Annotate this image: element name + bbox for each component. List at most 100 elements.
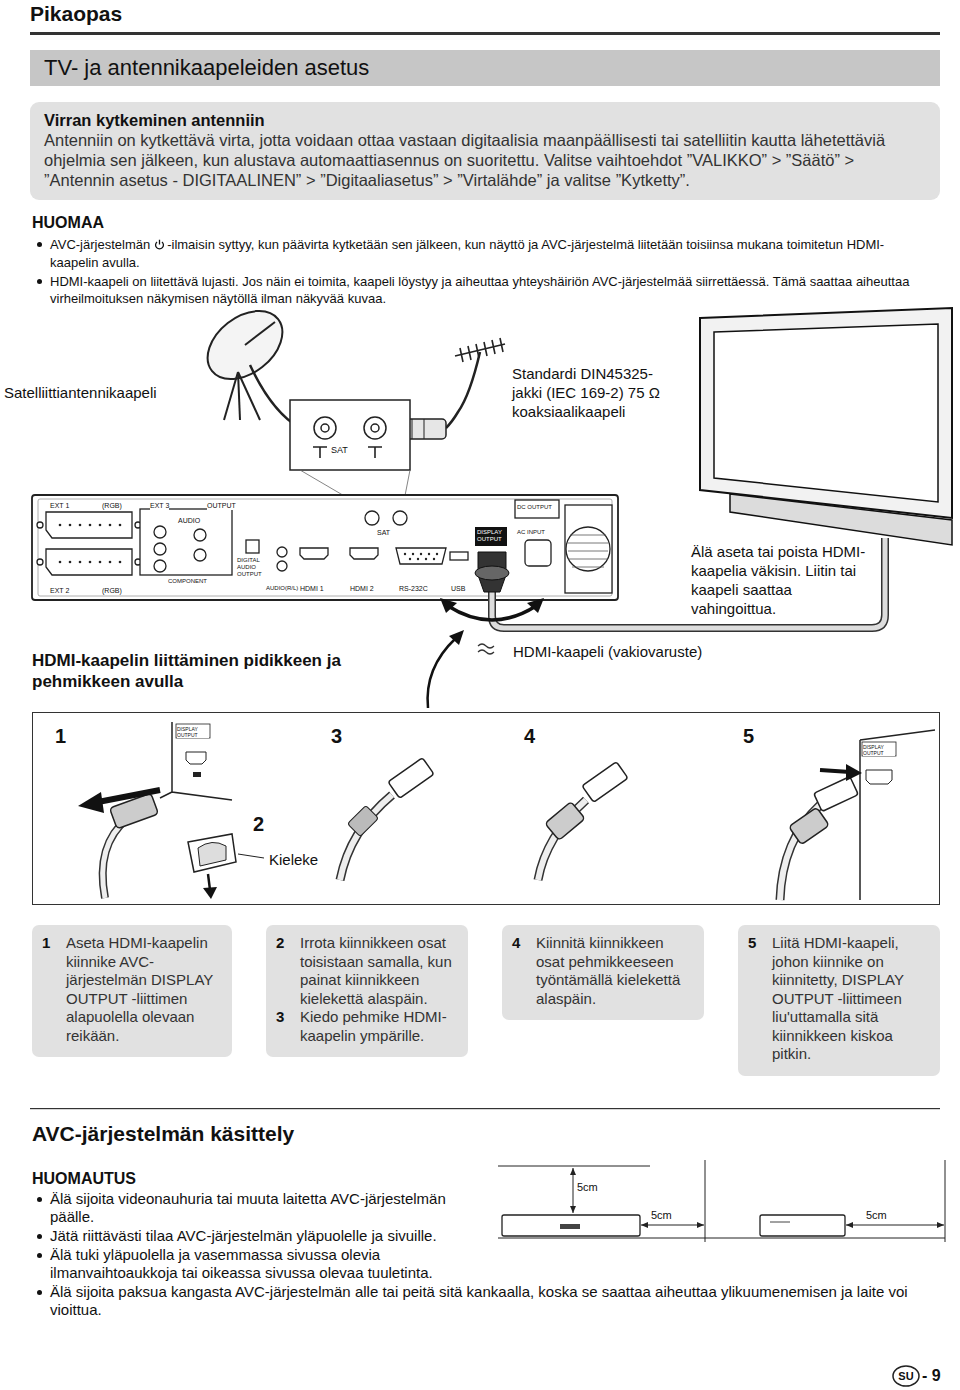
dimension-label: 5cm [577,1181,598,1193]
note-text: -ilmaisin syttyy, kun päävirta kytketään… [50,237,884,270]
text-block: AVC-järjestelmän-ilmaisin syttyy, kun pä… [50,236,930,271]
info-panel: Virran kytkeminen antenniinAntenniin on … [30,102,940,200]
note-text: Jätä riittävästi tilaa AVC-järjestelmän … [50,1227,437,1244]
bullet-dot [37,1197,42,1202]
port-label: USB [451,585,465,592]
port-label: EXT 1 [50,502,69,509]
text-block: Älä sijoita paksua kangasta AVC-järjeste… [50,1283,930,1319]
text-block: HDMI 2 [350,584,374,593]
power-icon [154,237,165,254]
port-label: (RGB) [102,502,122,509]
text-block: USB [451,584,465,593]
text-block: SAT [331,445,348,456]
cable-label: HDMI-kaapeli (vakiovaruste) [513,643,702,660]
warning-note: Älä aseta tai poista HDMI-kaapelia väkis… [691,543,865,617]
jack-label: SAT [331,445,348,455]
bullet-dot [37,1290,42,1295]
text-block: EXT 2 [50,586,69,595]
text-block: Älä sijoita videonauhuria tai muuta lait… [50,1190,494,1226]
language-code: SU [898,1370,913,1382]
step-row: 5Liitä HDMI-kaapeli, johon kiinnike on k… [748,934,930,1064]
note-text: Älä sijoita paksua kangasta AVC-järjeste… [50,1283,908,1318]
port-label: EXT 3 [150,502,169,509]
text-block: 5cm [577,1180,598,1194]
page-number: - 9 [922,1367,941,1384]
step-number: 1 [42,934,50,953]
text-block: HUOMAUTUS [32,1169,136,1189]
text-block: AVC-järjestelmän käsittely [32,1121,294,1147]
port-label: AUDIO [178,517,200,524]
cable-label: Standardi DIN45325-jakki (IEC 169-2) 75 … [512,365,660,420]
sub-heading: HDMI-kaapelin liittäminen pidikkeen ja p… [32,651,341,691]
text-block: EXT 3 [150,501,169,510]
note-text: Älä tuki yläpuolella ja vasemmassa sivus… [50,1246,433,1281]
text-block: EXT 1 [50,501,69,510]
text-block: SAT [377,528,390,537]
text-block: HDMI-kaapeli on liitettävä lujasti. Jos … [50,273,930,307]
step-number: 4 [512,934,520,953]
text-block: AUDIO [178,516,200,525]
text-block: COMPONENT [168,577,207,585]
text-block: Standardi DIN45325-jakki (IEC 169-2) 75 … [512,364,664,421]
port-label: AUDIO(R/L) [266,585,298,591]
info-body: Antenniin on kytkettävä virta, jotta voi… [44,130,926,190]
text-block: HDMI-kaapelin liittäminen pidikkeen ja p… [32,650,382,692]
port-label: DISPLAY OUTPUT [177,726,198,738]
bullet-dot [37,1253,42,1258]
step-box: 5Liitä HDMI-kaapeli, johon kiinnike on k… [738,925,940,1076]
text-block: Älä aseta tai poista HDMI-kaapelia väkis… [691,542,873,618]
step-text: Kiedo pehmike HDMI-kaapelin ympärille. [300,1008,458,1045]
step-row: 2Irrota kiinnikkeen osat toisistaan sama… [276,934,458,1008]
callout-number: 4 [524,725,535,748]
note-heading: HUOMAA [32,214,104,231]
section-heading: AVC-järjestelmän käsittely [32,1122,294,1145]
bullet-dot [37,242,42,247]
port-label: HDMI 2 [350,585,374,592]
text-block: - 9 [922,1366,941,1386]
text-block: SU [894,1369,918,1383]
text-block: 5cm [866,1208,887,1222]
step-box: 1 Aseta HDMI-kaapelin kiinnike AVC-järjes… [32,925,232,1057]
note-text: Älä sijoita videonauhuria tai muuta lait… [50,1190,446,1225]
text-block: DISPLAY OUTPUT [177,726,209,738]
text-block: AUDIO(R/L) [266,584,298,592]
step-row: 4Kiinnitä kiinnikkeen osat pehmikkeeseen… [512,934,694,1008]
dimension-label: 5cm [866,1209,887,1221]
text-block: Pikaopas [30,1,122,27]
bullet-dot [37,279,42,284]
page-title: TV- ja antennikaapeleiden asetus [30,50,940,86]
port-label: SAT [377,529,390,536]
text-block: DIGITAL AUDIO OUTPUT [237,557,275,578]
step-number: 2 [276,934,284,953]
part-label: Kieleke [269,851,318,868]
cable-label: Satelliittiantennikaapeli [4,384,157,401]
text-block: Satelliittiantennikaapeli [4,383,157,402]
port-label: AC INPUT [517,529,545,535]
text-block: Jätä riittävästi tilaa AVC-järjestelmän … [50,1227,494,1245]
text-block: Älä tuki yläpuolella ja vasemmassa sivus… [50,1246,494,1282]
step-text: Liitä HDMI-kaapeli, johon kiinnike on ki… [772,934,930,1064]
text-block: (RGB) [102,586,122,595]
port-label: DIGITAL AUDIO OUTPUT [237,557,262,577]
note-text: HDMI-kaapeli on liitettävä lujasti. Jos … [50,274,909,306]
text-block: (RGB) [102,501,122,510]
steps-frame: 13452Kieleke [32,712,940,905]
text-block: HDMI-kaapeli (vakiovaruste) [513,642,702,661]
callout-number: 3 [331,725,342,748]
step-row: 3Kiedo pehmike HDMI-kaapelin ympärille. [276,1008,458,1045]
port-label: EXT 2 [50,587,69,594]
port-label: HDMI 1 [300,585,324,592]
text-block: RS-232C [399,584,428,593]
section-header: Pikaopas [30,2,122,25]
dimension-label: 5cm [651,1209,672,1221]
text-block: OUTPUT [207,501,236,510]
text-block: HUOMAA [32,213,104,233]
info-heading: Virran kytkeminen antenniin [44,110,926,130]
port-label: DISPLAY OUTPUT [477,529,502,542]
step-text: Aseta HDMI-kaapelin kiinnike AVC-järjest… [66,934,222,1045]
text-block: DISPLAY OUTPUT [863,744,895,756]
port-label: OUTPUT [207,502,236,509]
note-heading: HUOMAUTUS [32,1170,136,1187]
